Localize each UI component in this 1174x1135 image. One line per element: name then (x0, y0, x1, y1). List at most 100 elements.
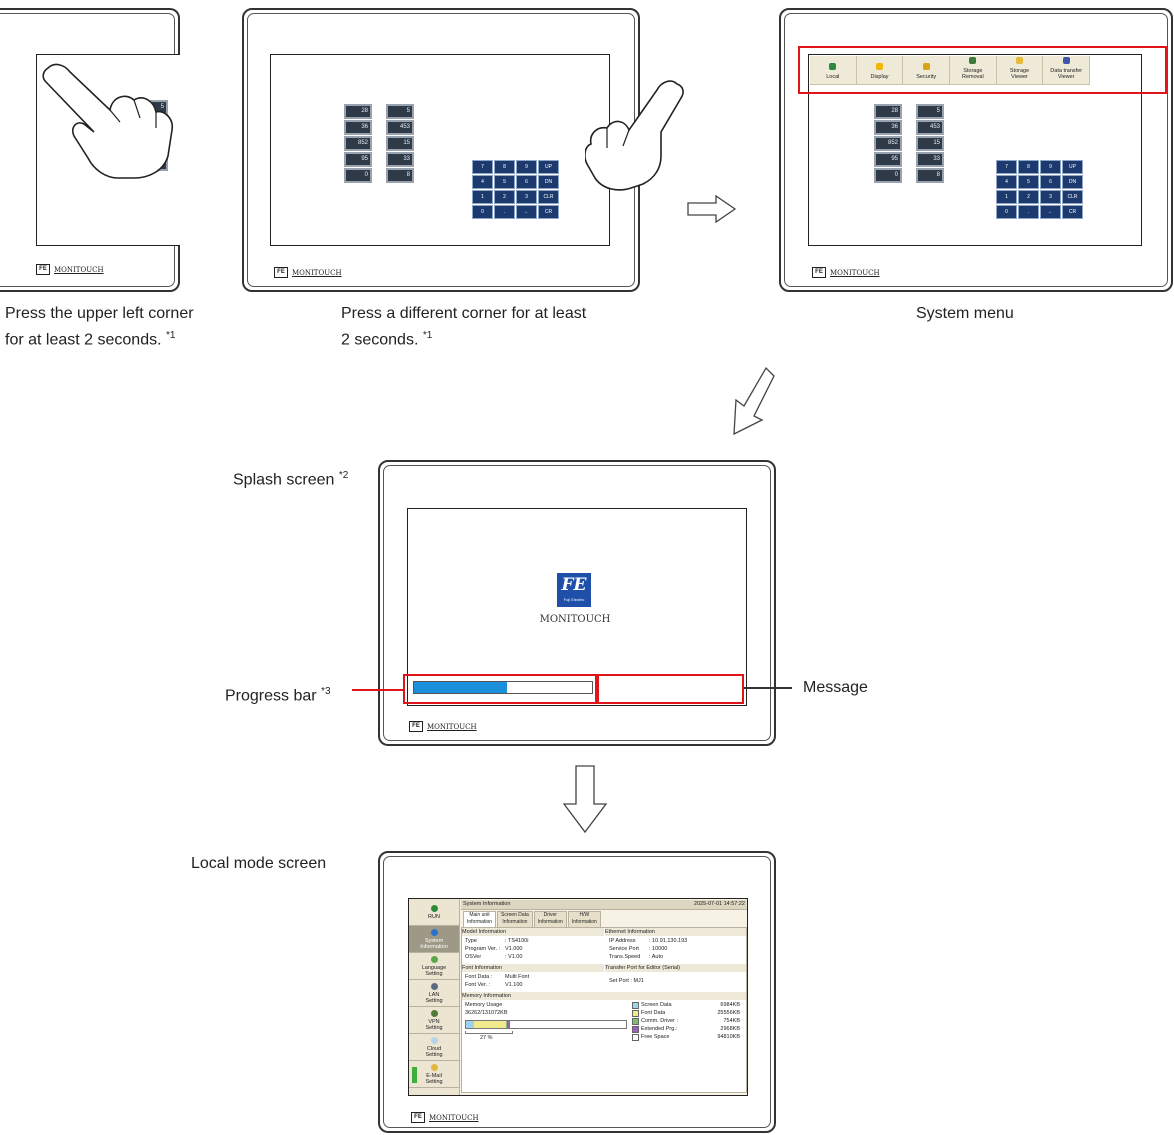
value-display: 5 (386, 104, 414, 119)
system-menu-item-2[interactable]: Security (903, 56, 951, 84)
mail-icon (430, 1063, 438, 1071)
keypad-key[interactable]: UP (538, 160, 559, 174)
sidebar-item-5[interactable]: Cloud Setting (409, 1034, 459, 1061)
keypad-key[interactable]: 2 (1018, 190, 1039, 204)
keypad-key[interactable]: 3 (1040, 190, 1061, 204)
local-icon (829, 63, 837, 70)
system-menu-item-3[interactable]: Storage Removal (950, 56, 997, 84)
keypad-key[interactable]: 6 (516, 175, 537, 189)
keypad-key[interactable]: 4 (472, 175, 493, 189)
sidebar-item-4[interactable]: VPN Setting (409, 1007, 459, 1034)
folder-icon (1016, 57, 1024, 64)
legend-swatch (632, 1009, 639, 1017)
font-info-heading: Font Information (462, 964, 604, 972)
value-display: 852 (344, 136, 372, 151)
message-area-highlight (597, 674, 744, 704)
arrow-right-icon (687, 194, 737, 224)
message-leader (744, 687, 792, 689)
tab-3[interactable]: H/W Information (567, 911, 601, 927)
run-icon (430, 904, 438, 912)
tab-2[interactable]: Driver Information (533, 911, 567, 927)
info-row-value: Multi Font (505, 974, 530, 980)
keypad-key[interactable]: 8 (1018, 160, 1039, 174)
keypad-key[interactable]: DN (538, 175, 559, 189)
legend-swatch (632, 1017, 639, 1025)
info-row-value: : V1.00 (505, 954, 523, 960)
sidebar-item-6[interactable]: E-Mail Setting (409, 1061, 459, 1088)
value-display: 453 (916, 120, 944, 135)
keypad-key[interactable]: 3 (516, 190, 537, 204)
caption-system-menu: System menu (916, 305, 1014, 322)
keypad-key[interactable]: ← (1040, 205, 1061, 219)
sidebar-item-0[interactable]: RUN (409, 899, 459, 926)
keypad-key[interactable]: CR (1062, 205, 1083, 219)
keypad-key[interactable]: CR (538, 205, 559, 219)
keypad-key[interactable]: . (494, 205, 515, 219)
keypad-key[interactable]: 9 (516, 160, 537, 174)
info-row: Service Port: 10000 (609, 945, 687, 953)
legend-swatch (632, 1033, 639, 1041)
system-menu-label: Data transfer Viewer (1050, 68, 1083, 80)
globe-icon (1062, 57, 1070, 64)
legend-value: 754KB (723, 1018, 740, 1024)
sidebar-item-label: RUN (428, 913, 440, 920)
legend-label: Comm. Driver : (641, 1018, 678, 1024)
caption-step-2: Press a different corner for at least 2 … (341, 305, 587, 349)
keypad-key[interactable]: CLR (538, 190, 559, 204)
keypad-key[interactable]: 5 (1018, 175, 1039, 189)
keypad-key[interactable]: ← (516, 205, 537, 219)
keypad-key[interactable]: 9 (1040, 160, 1061, 174)
sidebar-item-3[interactable]: LAN Setting (409, 980, 459, 1007)
keypad-key[interactable]: 0 (996, 205, 1017, 219)
system-menu-item-5[interactable]: Data transfer Viewer (1043, 56, 1091, 84)
keypad-key[interactable]: 1 (996, 190, 1017, 204)
sidebar-item-label: VPN Setting (425, 1018, 443, 1031)
keypad-key[interactable]: . (1018, 205, 1039, 219)
keypad-key[interactable]: 7 (472, 160, 493, 174)
keypad-key[interactable]: UP (1062, 160, 1083, 174)
value-display: 28 (874, 104, 902, 119)
system-menu-item-1[interactable]: Display (857, 56, 904, 84)
tab-1[interactable]: Screen Data Information (497, 911, 533, 927)
system-menu-item-0[interactable]: Local (810, 56, 857, 84)
value-display: 33 (386, 152, 414, 167)
sidebar-item-2[interactable]: Language Setting (409, 953, 459, 980)
keypad-key[interactable]: 4 (996, 175, 1017, 189)
splash-screen[interactable] (407, 508, 747, 706)
keypad-key[interactable]: DN (1062, 175, 1083, 189)
hand-pointing-icon (42, 63, 174, 179)
scroll-up-arrow-icon[interactable] (412, 1067, 417, 1083)
tab-0[interactable]: Main unit Information (463, 911, 497, 927)
keypad-key[interactable]: 2 (494, 190, 515, 204)
brightness-icon (876, 63, 883, 70)
arrow-down-icon (562, 765, 608, 834)
legend-label: Font Data (641, 1010, 666, 1016)
keypad-key[interactable]: 1 (472, 190, 493, 204)
progress-bar (413, 681, 593, 694)
info-row-key: IP Address (609, 938, 636, 944)
keypad-key[interactable]: 5 (494, 175, 515, 189)
sidebar-item-1[interactable]: System Information (409, 926, 459, 953)
memory-usage-value: 36262/131072KB (465, 1010, 508, 1016)
keypad-key[interactable]: 0 (472, 205, 493, 219)
memory-bar-scale (465, 1031, 513, 1034)
keypad-key[interactable]: 7 (996, 160, 1017, 174)
keypad-key[interactable]: CLR (1062, 190, 1083, 204)
keypad-key[interactable]: 6 (1040, 175, 1061, 189)
panel-3-screen[interactable] (808, 54, 1142, 246)
keypad-key[interactable]: 8 (494, 160, 515, 174)
legend-value: 6984KB (720, 1002, 740, 1008)
memory-bar-segment (466, 1021, 475, 1028)
value-display: 95 (344, 152, 372, 167)
value-display: 95 (874, 152, 902, 167)
info-row: IP Address: 10.91.130.193 (609, 937, 687, 945)
system-menu-item-4[interactable]: Storage Viewer (997, 56, 1044, 84)
